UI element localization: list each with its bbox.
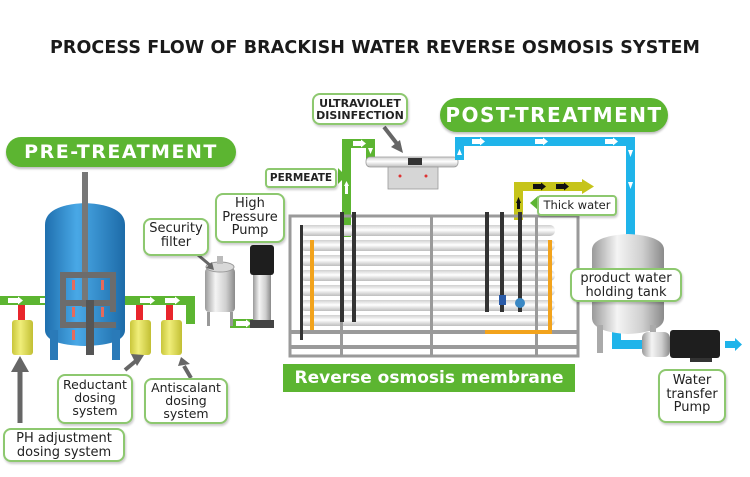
transfer-pump-line3: Pump xyxy=(673,400,711,416)
permeate-label: PERMEATE xyxy=(269,172,333,184)
uv-label-line1: ULTRAVIOLET xyxy=(319,97,401,110)
antiscalant-line3: system xyxy=(163,406,209,422)
pre-treatment-label: PRE-TREATMENT xyxy=(6,137,236,167)
hp-pump-line2: Pressure xyxy=(222,209,278,225)
antiscalant-line2: dosing xyxy=(165,393,207,409)
dosing-injection-lines xyxy=(18,305,173,321)
transfer-pump-line1: Water xyxy=(672,373,712,388)
product-tank-line1: product water xyxy=(580,271,672,286)
concentrate-pipe xyxy=(514,179,594,220)
antiscalant-dosing-tank xyxy=(161,320,182,355)
product-tank-line2: holding tank xyxy=(585,284,667,300)
water-transfer-pump-callout: Water transfer Pump xyxy=(658,369,726,423)
thick-water-label: Thick water xyxy=(543,198,611,212)
ph-adjustment-callout: PH adjustment dosing system xyxy=(3,428,125,462)
reductant-line2: dosing xyxy=(74,390,116,406)
antiscalant-dosing-callout: Antiscalant dosing system xyxy=(144,378,228,424)
ph-line1: PH adjustment xyxy=(16,431,112,446)
high-pressure-pump-callout: High Pressure Pump xyxy=(215,193,285,243)
security-filter-line1: Security xyxy=(149,221,203,236)
water-transfer-pump xyxy=(642,330,720,362)
ph-dosing-tank xyxy=(12,320,33,355)
post-treatment-label: POST-TREATMENT xyxy=(440,98,668,132)
reductant-line3: system xyxy=(72,403,118,419)
security-filter-callout: Security filter xyxy=(143,218,209,256)
product-water-pipe xyxy=(455,137,742,351)
high-pressure-pump xyxy=(250,245,274,328)
reductant-dosing-tank xyxy=(130,320,151,355)
transfer-pump-line2: transfer xyxy=(666,386,718,402)
hp-pump-line3: Pump xyxy=(231,223,269,239)
permeate-callout: PERMEATE xyxy=(265,168,337,188)
uv-disinfection-callout: ULTRAVIOLET DISINFECTION xyxy=(312,93,408,125)
ph-line2: dosing system xyxy=(16,444,112,460)
hp-pump-line1: High xyxy=(235,196,265,211)
permeate-pipe xyxy=(342,139,375,237)
diagram-title: PROCESS FLOW OF BRACKISH WATER REVERSE O… xyxy=(49,38,701,58)
uv-label-line2: DISINFECTION xyxy=(316,108,404,122)
reductant-dosing-callout: Reductant dosing system xyxy=(57,374,133,424)
thick-water-callout: Thick water xyxy=(537,195,617,216)
callout-arrows xyxy=(11,125,538,423)
reductant-line1: Reductant xyxy=(63,377,127,392)
multimedia-filter-tank xyxy=(45,172,125,360)
security-filter-line2: filter xyxy=(160,234,192,250)
product-tank-callout: product water holding tank xyxy=(570,268,682,302)
ro-membrane-skid xyxy=(288,212,580,358)
ro-membrane-banner: Reverse osmosis membrane xyxy=(283,364,575,392)
antiscalant-line1: Antiscalant xyxy=(151,380,221,395)
uv-sterilizer xyxy=(365,156,459,190)
